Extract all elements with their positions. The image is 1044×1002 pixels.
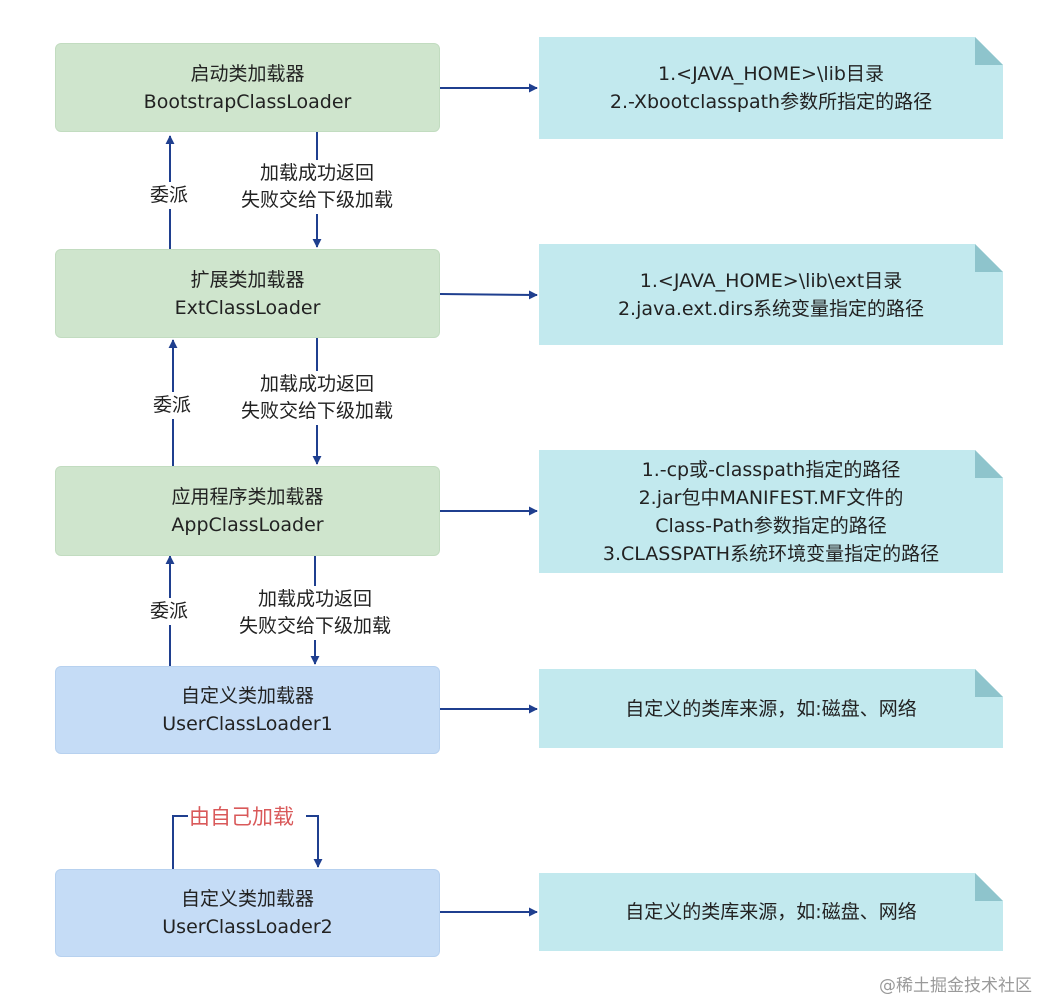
bootstrap-class-loader-box: 启动类加载器 BootstrapClassLoader [55, 43, 440, 132]
user2-loader-title: 自定义类加载器 [180, 888, 314, 910]
ext-loader-name: ExtClassLoader [174, 296, 321, 319]
note-line: 1.<JAVA_HOME>\lib\ext目录 [639, 269, 903, 292]
watermark: @稀土掘金技术社区 [879, 976, 1032, 996]
note-line: Class-Path参数指定的路径 [655, 514, 887, 537]
note-line: 1.-cp或-classpath指定的路径 [641, 458, 901, 481]
return-label-line: 加载成功返回 [257, 588, 372, 610]
return-label-line: 失败交给下级加载 [240, 189, 393, 211]
return-label: 加载成功返回 失败交给下级加载 [227, 160, 407, 214]
return-label-line: 加载成功返回 [259, 373, 374, 395]
note-line: 3.CLASSPATH系统环境变量指定的路径 [602, 542, 940, 565]
ext-class-loader-box: 扩展类加载器 ExtClassLoader [55, 249, 440, 338]
delegate-label: 委派 [147, 598, 192, 625]
note-shape [539, 450, 1003, 573]
delegate-label: 委派 [147, 182, 192, 209]
user-class-loader-1-box: 自定义类加载器 UserClassLoader1 [55, 666, 440, 754]
note-line: 2.-Xbootclasspath参数所指定的路径 [609, 91, 933, 113]
note-line: 2.jar包中MANIFEST.MF文件的 [638, 486, 904, 509]
bootstrap-loader-name: BootstrapClassLoader [143, 90, 352, 113]
note-line: 1.<JAVA_HOME>\lib目录 [658, 63, 884, 85]
self-load-label: 由自己加载 [189, 805, 294, 829]
return-label-line: 加载成功返回 [259, 162, 374, 184]
app-class-loader-box: 应用程序类加载器 AppClassLoader [55, 466, 440, 556]
app-loader-title: 应用程序类加载器 [171, 486, 324, 508]
arrow-ext-to-note [439, 290, 538, 300]
app-loader-name: AppClassLoader [171, 514, 324, 536]
return-label-line: 失败交给下级加载 [238, 615, 391, 637]
user1-loader-name: UserClassLoader1 [162, 713, 333, 735]
return-label: 加载成功返回 失败交给下级加载 [227, 371, 407, 425]
arrow-self-load-loop-end [306, 815, 323, 868]
ext-loader-title: 扩展类加载器 [190, 268, 305, 291]
ext-path-note: 1.<JAVA_HOME>\lib\ext目录 2.java.ext.dirs系… [539, 244, 1003, 345]
user2-path-note: 自定义的类库来源，如:磁盘、网络 [539, 873, 1003, 951]
note-line: 自定义的类库来源，如:磁盘、网络 [625, 901, 917, 923]
bootstrap-loader-title: 启动类加载器 [190, 62, 305, 85]
user2-loader-name: UserClassLoader2 [162, 916, 333, 938]
return-label: 加载成功返回 失败交给下级加载 [225, 586, 405, 640]
return-label-line: 失败交给下级加载 [240, 400, 393, 422]
note-shape [539, 37, 1003, 139]
note-shape [539, 873, 1003, 951]
note-shape [539, 669, 1003, 748]
bootstrap-path-note: 1.<JAVA_HOME>\lib目录 2.-Xbootclasspath参数所… [539, 37, 1003, 139]
note-shape [539, 244, 1003, 345]
delegate-label: 委派 [150, 392, 195, 419]
arrow-self-load-loop [172, 815, 188, 869]
note-line: 2.java.ext.dirs系统变量指定的路径 [617, 297, 925, 320]
app-path-note: 1.-cp或-classpath指定的路径 2.jar包中MANIFEST.MF… [539, 450, 1003, 573]
user1-loader-title: 自定义类加载器 [180, 685, 314, 707]
user-class-loader-2-box: 自定义类加载器 UserClassLoader2 [55, 869, 440, 957]
user1-path-note: 自定义的类库来源，如:磁盘、网络 [539, 669, 1003, 748]
note-line: 自定义的类库来源，如:磁盘、网络 [625, 697, 917, 720]
